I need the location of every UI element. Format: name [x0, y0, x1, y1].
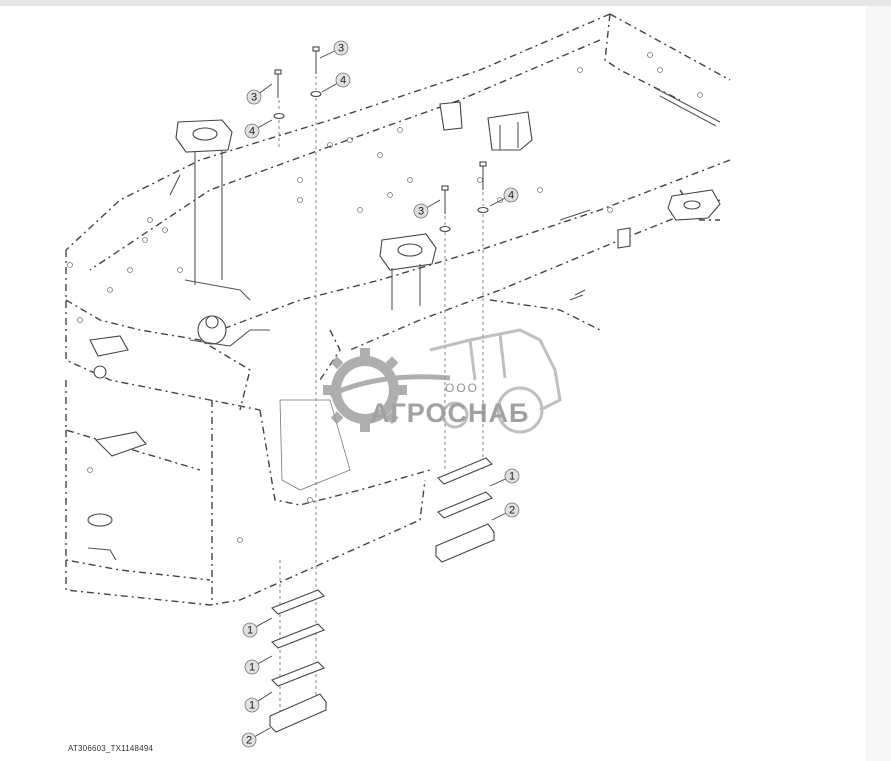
bolt-3-b	[312, 46, 320, 74]
top-bar	[0, 0, 891, 6]
gear-icon	[323, 348, 451, 432]
callout-label: 2	[509, 505, 515, 517]
callout-4: 4	[244, 119, 273, 139]
figure-id: AT306603_TX1148494	[68, 744, 154, 753]
diagram-sheet	[0, 6, 866, 761]
callout-1: 1	[242, 617, 273, 638]
callout-label: 1	[249, 700, 255, 712]
callout-bubble	[503, 187, 519, 203]
callout-label: 1	[247, 625, 253, 637]
callout-bubble	[244, 697, 260, 713]
bolt-3-a	[274, 69, 282, 98]
washer-4-d	[477, 206, 489, 214]
callout-bubble	[241, 732, 257, 748]
callout-label: 4	[249, 126, 255, 138]
watermark-prefix: ООО	[445, 381, 479, 395]
frame-details	[67, 52, 721, 561]
callout-label: 1	[249, 662, 255, 674]
callout-bubble	[413, 203, 429, 219]
callout-3: 3	[319, 40, 349, 59]
callout-label: 4	[508, 190, 514, 202]
callout-bubble	[244, 659, 260, 675]
callout-2: 2	[241, 727, 271, 748]
bolt-3-c	[441, 185, 449, 214]
washer-4-a	[273, 112, 285, 120]
shims-left-stack	[269, 589, 327, 733]
callout-bubble	[335, 72, 351, 88]
callout-3: 3	[413, 199, 441, 219]
callout-bubble	[244, 123, 260, 139]
callout-label: 3	[418, 206, 424, 218]
callout-1: 1	[244, 655, 273, 675]
washer-4-c	[439, 225, 451, 233]
fasteners	[273, 46, 489, 720]
callouts: 3 4 3 4 3 4 1 2 1 1 1 2	[241, 40, 520, 748]
callout-3: 3	[246, 83, 273, 105]
washer-4-b	[310, 90, 322, 98]
callout-1: 1	[244, 691, 273, 713]
shims-right-stack	[435, 457, 495, 563]
watermark-logo: ООО АГРОСНАБ	[323, 328, 562, 434]
tractor-icon	[429, 328, 562, 434]
callout-label: 2	[246, 735, 252, 747]
frame-outline	[65, 13, 731, 606]
callout-bubble	[246, 89, 262, 105]
callout-4: 4	[489, 187, 519, 207]
callout-label: 4	[340, 75, 346, 87]
watermark-brand: АГРОСНАБ	[370, 398, 529, 428]
callout-label: 3	[251, 92, 257, 104]
callout-bubble	[242, 622, 258, 638]
right-gutter	[866, 6, 891, 761]
callout-4: 4	[321, 72, 351, 93]
callout-bubble	[504, 468, 520, 484]
callout-label: 1	[509, 471, 515, 483]
bolt-3-d	[479, 161, 487, 190]
callout-1: 1	[489, 468, 520, 487]
callout-label: 3	[338, 43, 344, 55]
callout-2: 2	[491, 502, 520, 521]
callout-bubble	[504, 502, 520, 518]
callout-bubble	[333, 40, 349, 56]
